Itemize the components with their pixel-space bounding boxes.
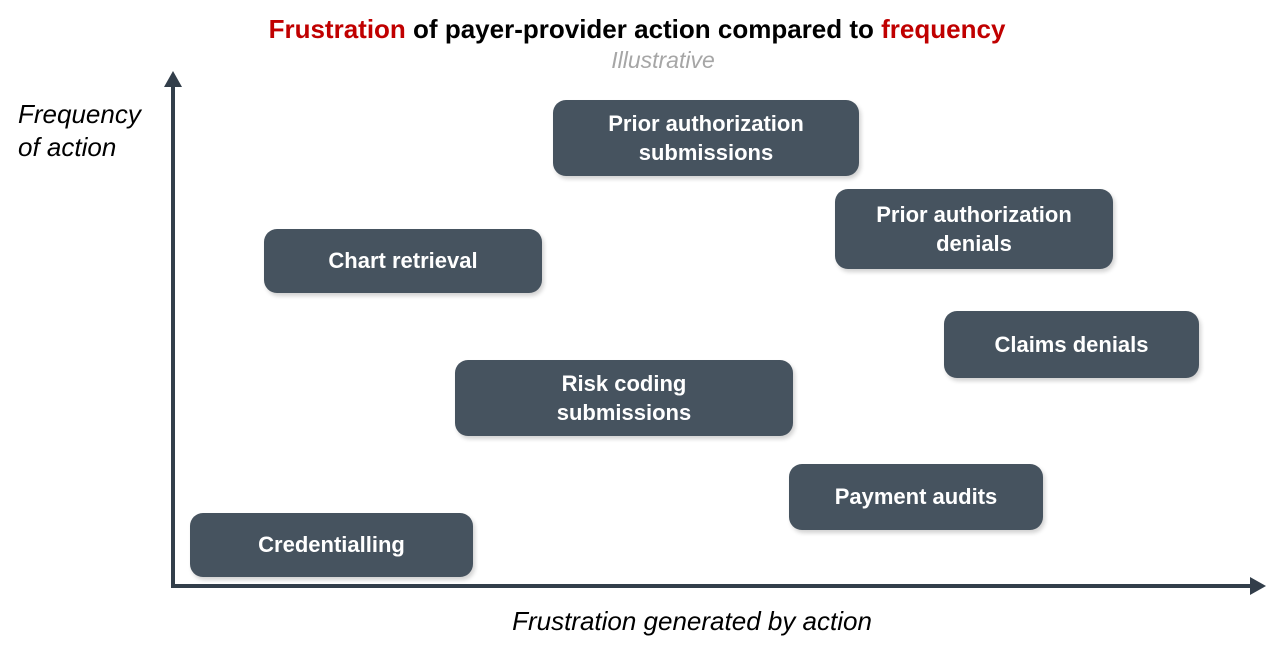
chart-subtitle: Illustrative bbox=[611, 47, 715, 73]
action-box-chart-retrieval: Chart retrieval bbox=[264, 229, 542, 293]
y-axis-label: Frequency of action bbox=[18, 99, 141, 162]
action-box-payment-audits: Payment audits bbox=[789, 464, 1043, 530]
chart-title: Frustration of payer-provider action com… bbox=[0, 14, 1274, 45]
y-axis-line bbox=[171, 85, 175, 588]
action-box-claims-denials: Claims denials bbox=[944, 311, 1199, 378]
action-box-prior-authorization-submissions: Prior authorization submissions bbox=[553, 100, 859, 176]
x-axis-label: Frustration generated by action bbox=[512, 606, 872, 636]
action-box-credentialling: Credentialling bbox=[190, 513, 473, 577]
action-box-prior-authorization-denials: Prior authorization denials bbox=[835, 189, 1113, 269]
title-main-text: of payer-provider action compared to bbox=[405, 14, 882, 44]
title-accent-frustration: Frustration bbox=[268, 14, 406, 44]
action-box-risk-coding-submissions: Risk coding submissions bbox=[455, 360, 793, 436]
title-accent-frequency: frequency bbox=[881, 14, 1006, 44]
y-axis-arrowhead-icon bbox=[164, 71, 182, 87]
x-axis-line bbox=[171, 584, 1252, 588]
x-axis-arrowhead-icon bbox=[1250, 577, 1266, 595]
